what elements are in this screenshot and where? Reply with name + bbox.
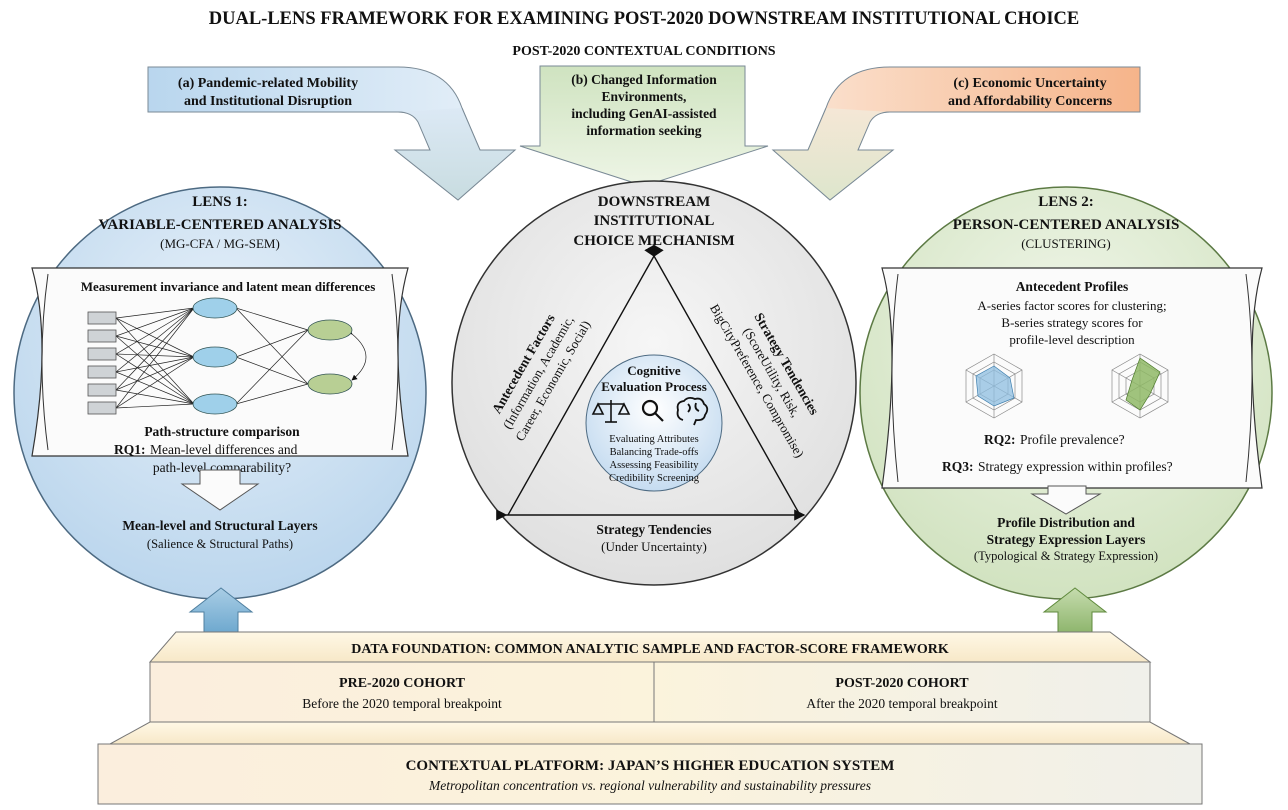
inner-item-1: Evaluating Attributes — [609, 434, 699, 445]
lens1-method: (MG-CFA / MG-SEM) — [160, 236, 280, 251]
context-b-line3: including GenAI-assisted — [571, 106, 717, 121]
lens1-panel-heading: Measurement invariance and latent mean d… — [81, 279, 376, 294]
lens1-down-arrow — [180, 469, 260, 511]
lens1-rq1-label: RQ1: — [114, 442, 146, 457]
contextual-platform: CONTEXTUAL PLATFORM: JAPAN’S HIGHER EDUC… — [97, 721, 1203, 805]
lens2-panel-line1: A-series factor scores for clustering; — [977, 298, 1166, 313]
lens1-title: LENS 1: — [192, 194, 247, 210]
lens2-output-title-2: Strategy Expression Layers — [987, 532, 1146, 547]
inner-item-4: Credibility Screening — [609, 473, 700, 484]
lens2-subtitle: PERSON-CENTERED ANALYSIS — [953, 217, 1180, 233]
inner-title-2: Evaluation Process — [601, 379, 707, 394]
radar-chart-green — [1111, 353, 1169, 419]
center-circle: DOWNSTREAM INSTITUTIONAL CHOICE MECHANIS… — [451, 180, 857, 586]
pre-cohort-sub: Before the 2020 temporal breakpoint — [302, 696, 502, 711]
platform-title: CONTEXTUAL PLATFORM: JAPAN’S HIGHER EDUC… — [406, 758, 895, 774]
inner-title-1: Cognitive — [627, 363, 681, 378]
lens1-subtitle: VARIABLE-CENTERED ANALYSIS — [99, 217, 342, 233]
context-heading: POST-2020 CONTEXTUAL CONDITIONS — [512, 44, 775, 59]
sem-path-model — [115, 307, 367, 409]
center-bottom-sub: (Under Uncertainty) — [601, 539, 707, 554]
lens2-output-sub: (Typological & Strategy Expression) — [974, 549, 1158, 563]
platform-sub: Metropolitan concentration vs. regional … — [428, 778, 871, 793]
lens1-output-sub: (Salience & Structural Paths) — [147, 537, 293, 551]
context-b-line2: Environments, — [602, 89, 687, 104]
lens1-rq1-line1: Mean-level differences and — [150, 442, 298, 457]
center-bottom-title: Strategy Tendencies — [596, 522, 711, 537]
lens2-method: (CLUSTERING) — [1021, 236, 1111, 251]
pre-cohort-title: PRE-2020 COHORT — [339, 676, 466, 691]
magnifier-icon — [641, 399, 664, 422]
context-a-line1: (a) Pandemic-related Mobility — [178, 76, 358, 91]
foundation-title: DATA FOUNDATION: COMMON ANALYTIC SAMPLE … — [351, 642, 949, 657]
brain-icon — [676, 396, 709, 426]
lens2-down-arrow — [1030, 485, 1102, 515]
lens1-path-label: Path-structure comparison — [144, 424, 300, 439]
context-c-line2: and Affordability Concerns — [948, 94, 1113, 109]
cognitive-process-circle — [585, 354, 723, 492]
scale-icon — [591, 400, 631, 423]
lens2-circle: LENS 2: PERSON-CENTERED ANALYSIS (CLUSTE… — [859, 186, 1273, 600]
lens2-output-title-1: Profile Distribution and — [997, 515, 1135, 530]
lens2-panel-line2: B-series strategy scores for — [1001, 315, 1143, 330]
observed-indicators — [87, 311, 117, 415]
lens2-panel — [881, 267, 1263, 489]
context-box-b: (b) Changed Information Environments, in… — [519, 65, 769, 187]
context-c-line1: (c) Economic Uncertainty — [953, 76, 1106, 91]
lens2-panel-heading: Antecedent Profiles — [1016, 279, 1129, 294]
lens2-panel-line3: profile-level description — [1009, 332, 1135, 347]
center-title-1: DOWNSTREAM — [598, 194, 711, 210]
post-cohort-title: POST-2020 COHORT — [835, 676, 969, 691]
center-title-2: INSTITUTIONAL — [594, 213, 715, 229]
center-triangle — [496, 244, 806, 521]
center-title-3: CHOICE MECHANISM — [573, 233, 734, 249]
lens2-rq2-text: Profile prevalence? — [1020, 432, 1125, 447]
lens2-rq3-text: Strategy expression within profiles? — [978, 459, 1173, 474]
lens2-title: LENS 2: — [1038, 194, 1093, 210]
context-b-line4: information seeking — [586, 123, 701, 138]
context-a-line2: and Institutional Disruption — [184, 94, 352, 109]
latent-factors — [192, 297, 353, 415]
radar-chart-blue — [965, 353, 1023, 419]
up-arrow-green — [1042, 587, 1108, 633]
lens1-circle: LENS 1: VARIABLE-CENTERED ANALYSIS (MG-C… — [13, 186, 427, 600]
up-arrow-blue — [188, 587, 254, 633]
diagram-title: DUAL-LENS FRAMEWORK FOR EXAMINING POST-2… — [209, 9, 1079, 29]
context-b-line1: (b) Changed Information — [571, 72, 717, 87]
context-box-c: (c) Economic Uncertainty and Affordabili… — [771, 66, 1141, 201]
post-cohort-sub: After the 2020 temporal breakpoint — [806, 696, 997, 711]
inner-item-2: Balancing Trade-offs — [610, 447, 699, 458]
context-box-a: (a) Pandemic-related Mobility and Instit… — [147, 66, 517, 201]
lens2-rq2-label: RQ2: — [984, 432, 1016, 447]
inner-item-3: Assessing Feasibility — [610, 460, 700, 471]
lens1-rq1-line2: path-level comparability? — [153, 460, 291, 475]
lens2-rq3-label: RQ3: — [942, 459, 974, 474]
data-foundation: DATA FOUNDATION: COMMON ANALYTIC SAMPLE … — [148, 631, 1152, 723]
lens1-output-title: Mean-level and Structural Layers — [122, 518, 317, 533]
